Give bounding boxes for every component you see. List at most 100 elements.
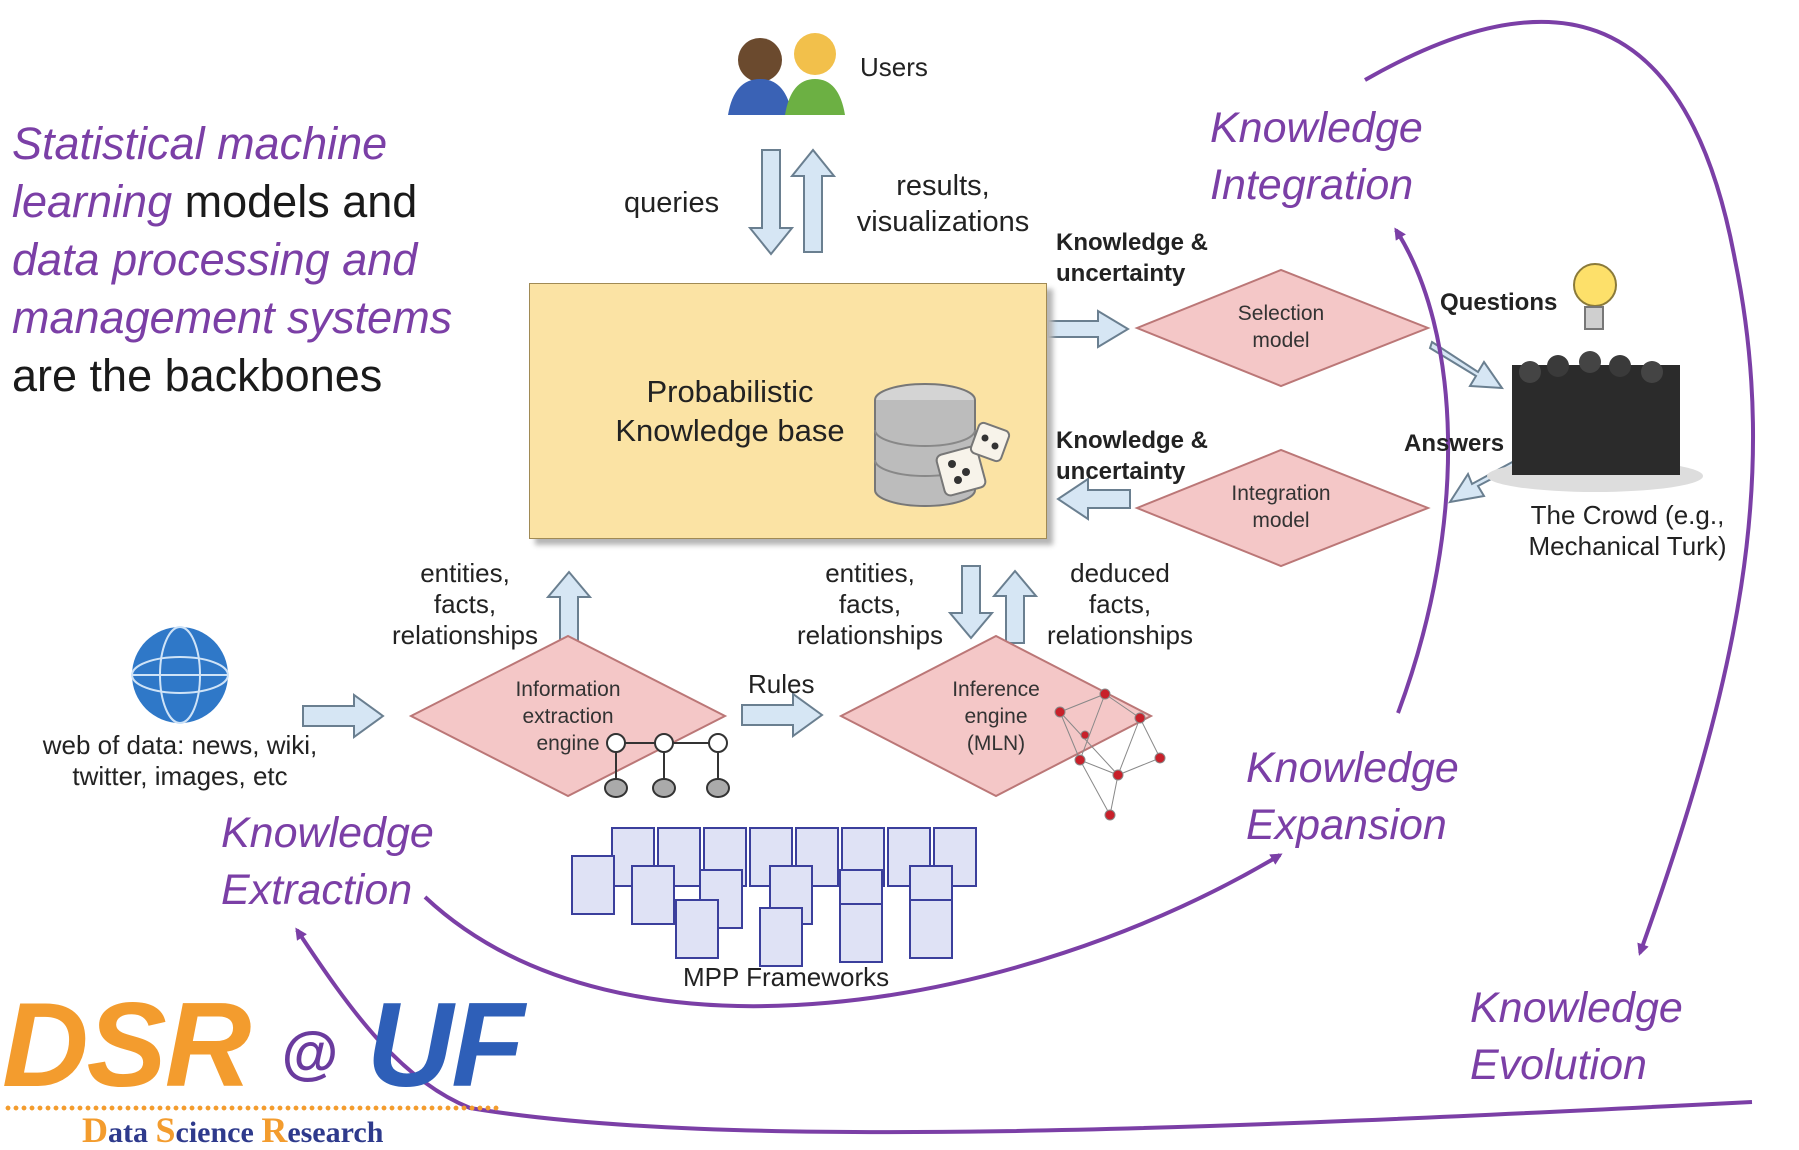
web-to-ie-arrow [302, 693, 385, 739]
queries-arrow [747, 149, 795, 256]
logo-uf: UF [366, 978, 525, 1112]
selection-model-label: Selection model [1191, 300, 1371, 354]
inference-engine-diamond [838, 634, 1154, 798]
crowd-icon [1487, 351, 1703, 492]
intro-italic-1: Statistical machine learning [12, 118, 388, 227]
deduced-line3: relationships [1047, 620, 1193, 650]
selection-model-diamond [1134, 268, 1431, 388]
efr-left-line1: entities, [420, 558, 510, 588]
knowledge-base-title: Probabilistic Knowledge base [580, 372, 880, 450]
extraction-to-kb-arrow [545, 570, 593, 644]
ku-top-line1: Knowledge & [1056, 229, 1209, 256]
intro-plain-1: models and [172, 176, 418, 227]
selection-model-line2: model [1252, 329, 1310, 352]
crowd-line1: The Crowd (e.g., [1530, 500, 1725, 530]
efr-left-label: entities, facts, relationships [375, 558, 555, 651]
answers-label: Answers [1404, 430, 1505, 457]
users-label: Users [860, 52, 928, 82]
intro-text: Statistical machine learning models and … [12, 115, 512, 405]
kb-to-selection-arrow [1047, 309, 1130, 349]
ie-line3: engine [536, 732, 600, 755]
globe-icon [131, 626, 229, 724]
knowledge-expansion-line2: Expansion [1246, 801, 1447, 849]
inference-to-kb-arrow [991, 569, 1039, 644]
results-arrow [789, 148, 837, 253]
knowledge-integration-line2: Integration [1210, 161, 1414, 209]
logo-sub-cience: cience [175, 1116, 262, 1149]
inference-engine-label: Inference engine (MLN) [916, 676, 1076, 757]
results-line2: visualizations [856, 206, 1030, 238]
efr-mid-label: entities, facts, relationships [780, 558, 960, 651]
ie-engine-label: Information extraction engine [488, 676, 648, 757]
logo-at: @ [280, 1021, 338, 1087]
deduced-label: deduced facts, relationships [1030, 558, 1210, 651]
intro-plain-2: are the backbones [12, 350, 383, 401]
logo-sub-cap-s: S [155, 1110, 176, 1150]
efr-mid-line1: entities, [825, 558, 915, 588]
ku-bottom-line1: Knowledge & [1056, 427, 1209, 454]
deduced-line2: facts, [1088, 589, 1152, 619]
efr-mid-line2: facts, [838, 589, 902, 619]
kb-title-line1: Probabilistic [646, 374, 814, 409]
knowledge-extraction-label: Knowledge Extraction [221, 805, 434, 919]
efr-left-line2: facts, [433, 589, 497, 619]
results-line1: results, [896, 170, 990, 202]
ku-top-label: Knowledge & uncertainty [1056, 227, 1208, 289]
ie-engine-diamond [408, 634, 728, 798]
integration-model-label: Integration model [1191, 480, 1371, 534]
knowledge-extraction-line1: Knowledge [221, 809, 434, 857]
queries-label: queries [624, 187, 720, 219]
users-icon [728, 33, 845, 115]
ie-chain-icon [604, 733, 730, 798]
questions-arrow [1428, 340, 1504, 390]
integration-model-line1: Integration [1231, 482, 1331, 505]
ku-top-line2: uncertainty [1056, 260, 1186, 287]
integration-model-diamond [1134, 448, 1431, 568]
web-line2: twitter, images, etc [72, 761, 288, 791]
web-of-data-label: web of data: news, wiki, twitter, images… [20, 730, 340, 792]
deduced-line1: deduced [1070, 558, 1170, 588]
logo-sub-cap-d: D [82, 1110, 108, 1150]
web-line1: web of data: news, wiki, [42, 730, 318, 760]
network-icon [1054, 688, 1166, 821]
logo-dotted-line [4, 1105, 500, 1111]
logo-sub-cap-r: R [261, 1110, 288, 1150]
selection-model-line1: Selection [1237, 302, 1325, 325]
integration-model-line2: model [1252, 509, 1310, 532]
crowd-label: The Crowd (e.g., Mechanical Turk) [1505, 500, 1750, 562]
kb-title-line2: Knowledge base [615, 413, 845, 448]
inference-line3: (MLN) [966, 732, 1026, 755]
database-dice-icon [874, 383, 1011, 507]
integration-to-kb-arrow [1056, 477, 1131, 521]
ie-line2: extraction [522, 705, 614, 728]
ku-bottom-label: Knowledge & uncertainty [1056, 425, 1208, 487]
rules-arrow [741, 692, 824, 738]
knowledge-evolution-line1: Knowledge [1470, 984, 1683, 1032]
knowledge-evolution-line2: Evolution [1470, 1041, 1647, 1089]
crowd-line2: Mechanical Turk) [1528, 531, 1727, 561]
logo-dsr: DSR [2, 978, 251, 1112]
results-label: results, visualizations [838, 168, 1048, 240]
questions-label: Questions [1440, 289, 1558, 316]
mpp-frameworks-label: MPP Frameworks [683, 962, 890, 992]
knowledge-extraction-line2: Extraction [221, 866, 413, 914]
logo-subtitle: Data Science Research [82, 1110, 384, 1150]
knowledge-integration-line1: Knowledge [1210, 104, 1423, 152]
efr-mid-line3: relationships [797, 620, 943, 650]
ku-bottom-line2: uncertainty [1056, 458, 1186, 485]
intro-italic-2: data processing and management systems [12, 234, 453, 343]
knowledge-expansion-label: Knowledge Expansion [1246, 740, 1459, 854]
server-cluster-icon [571, 827, 977, 967]
ie-line1: Information [515, 678, 621, 701]
knowledge-expansion-line1: Knowledge [1246, 744, 1459, 792]
efr-left-line3: relationships [392, 620, 538, 650]
logo-sub-esearch: esearch [287, 1116, 384, 1149]
knowledge-evolution-label: Knowledge Evolution [1470, 980, 1683, 1094]
knowledge-integration-label: Knowledge Integration [1210, 100, 1423, 214]
inference-line1: Inference [952, 678, 1040, 701]
lightbulb-icon [1573, 263, 1617, 330]
rules-label: Rules [748, 669, 815, 699]
inference-line2: engine [964, 705, 1028, 728]
dsr-uf-logo: DSR @ UF [2, 985, 525, 1114]
